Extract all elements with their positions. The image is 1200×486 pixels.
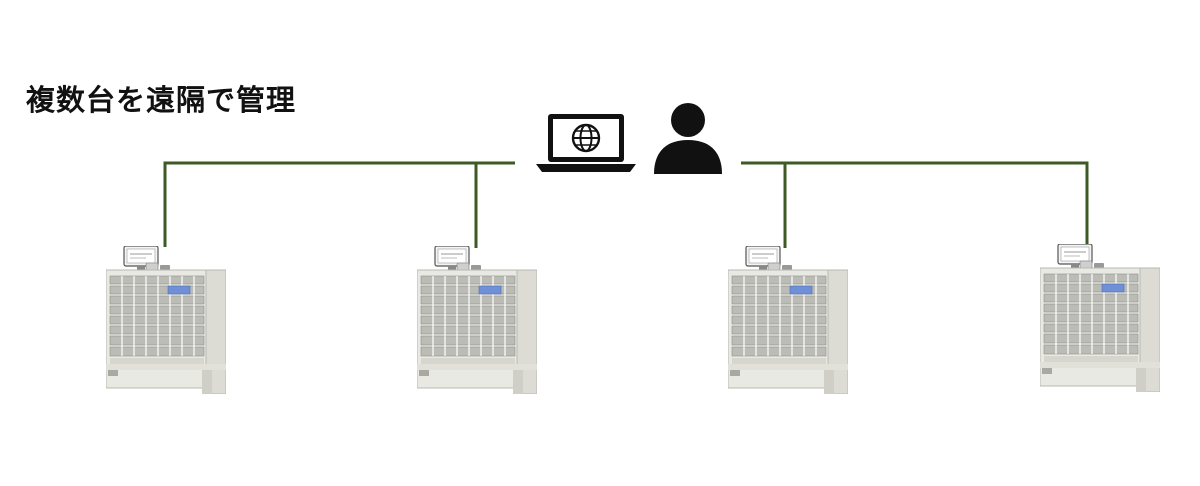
laptop-globe-icon <box>536 114 636 172</box>
cabinet-1 <box>106 246 226 394</box>
user-icon <box>654 103 722 174</box>
cabinet-4 <box>1040 244 1160 392</box>
link-right-group <box>741 161 1089 247</box>
cabinet-2 <box>417 246 537 394</box>
diagram-title: 複数台を遠隔で管理 <box>26 83 297 117</box>
link-left-group <box>163 161 515 247</box>
cabinet-3 <box>728 246 848 394</box>
